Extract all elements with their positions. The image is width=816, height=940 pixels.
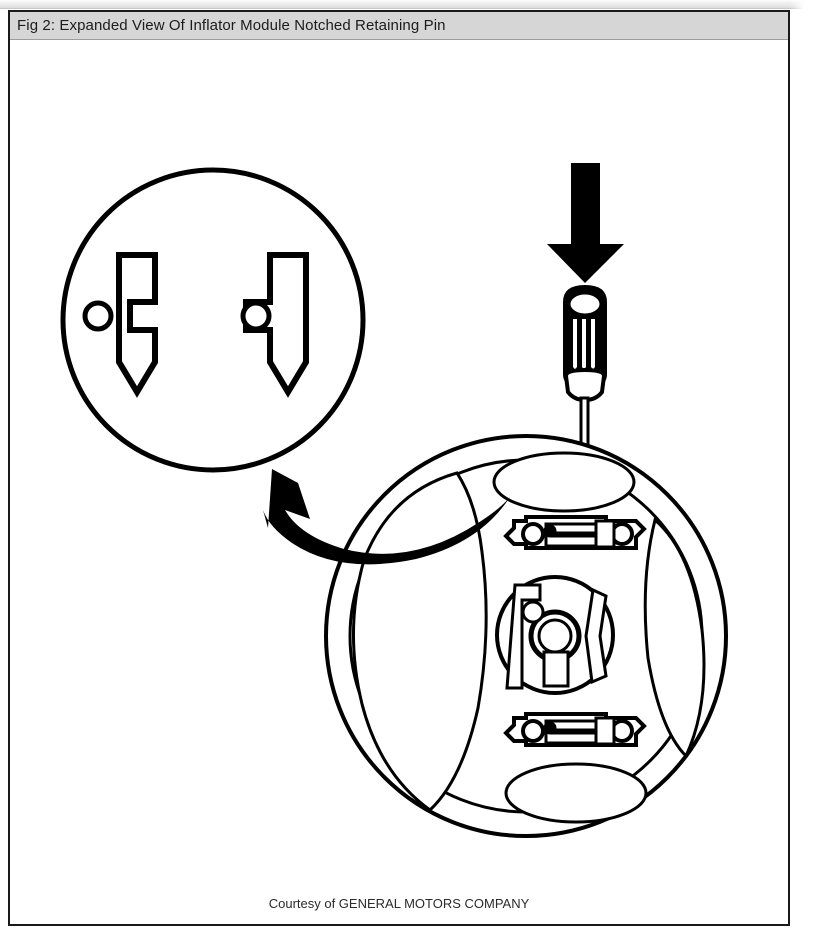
upper-pin-notch-detail <box>543 524 557 538</box>
lower-pin-left-eyelet <box>521 719 545 743</box>
center-hub <box>495 575 615 695</box>
pin-left-released <box>82 252 158 398</box>
upper-spoke-opening <box>492 451 636 513</box>
upper-pin-end-block <box>594 519 616 549</box>
screwdriver-collar <box>563 367 607 403</box>
screwdriver-flute-1 <box>571 317 579 374</box>
upper-pin-retaining-wire <box>550 531 598 538</box>
figure-window: Fig 2: Expanded View Of Inflator Module … <box>8 10 790 926</box>
lower-retaining-pin-assembly <box>503 712 647 747</box>
window-bottom-edge <box>0 926 816 940</box>
screwdriver-flute-3 <box>589 317 597 374</box>
lower-pin-notch-detail <box>543 721 557 735</box>
figure-title: Fig 2: Expanded View Of Inflator Module … <box>17 17 446 34</box>
push-down-arrow-shape <box>547 163 624 283</box>
screwdriver-flute-2 <box>580 317 588 376</box>
notched-retaining-pin-detail <box>60 167 366 473</box>
pin-right-retainer-circle <box>240 300 272 332</box>
hub-shaft-ring-inner <box>537 618 573 654</box>
hub-right-bracket <box>584 587 608 685</box>
figure-caption: Courtesy of GENERAL MOTORS COMPANY <box>268 896 530 911</box>
pin-left-retainer-circle <box>82 300 114 332</box>
hub-left-bracket <box>505 583 542 690</box>
right-spoke-opening <box>643 517 706 759</box>
lower-spoke-opening <box>504 762 648 824</box>
push-down-arrow <box>547 163 624 283</box>
pin-left-body <box>116 252 158 398</box>
detail-callout-arrow-shape <box>263 469 510 565</box>
window-right-edge <box>790 0 816 940</box>
screwdriver-handle-top <box>567 291 603 317</box>
upper-pin-left-eyelet <box>521 522 545 546</box>
lower-pin-retaining-wire <box>550 728 598 735</box>
steering-wheel <box>324 434 728 838</box>
detail-callout-arrow <box>263 469 510 565</box>
window-chrome-strip <box>0 0 816 9</box>
figure-titlebar: Fig 2: Expanded View Of Inflator Module … <box>10 12 788 40</box>
pin-right-engaged <box>240 252 309 398</box>
hub-small-boss <box>521 600 545 624</box>
figure-canvas: Courtesy of GENERAL MOTORS COMPANY <box>10 40 788 924</box>
figure-line-art <box>60 163 728 838</box>
lower-pin-end-block <box>594 716 616 746</box>
hub-key-slot <box>542 650 570 688</box>
upper-retaining-pin-assembly <box>503 515 647 550</box>
